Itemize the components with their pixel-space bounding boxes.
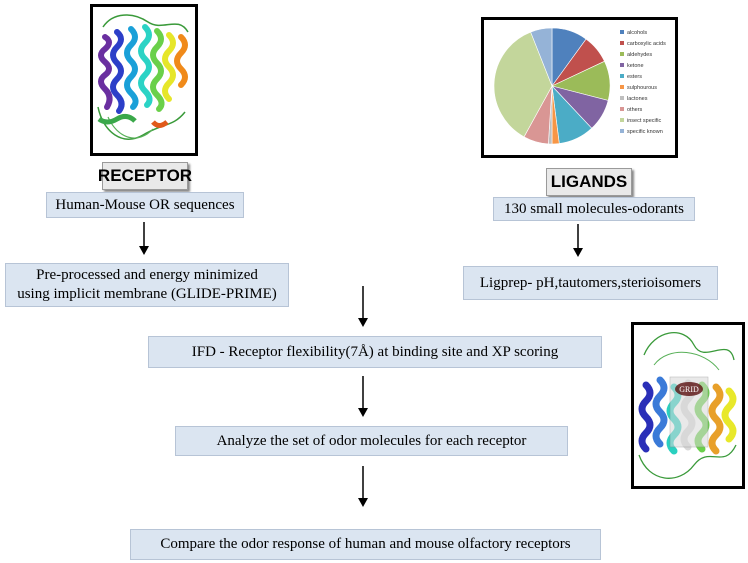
receptor-structure-image: [90, 4, 198, 156]
arrow-down-icon: [358, 376, 368, 417]
arrow-down-icon: [573, 224, 583, 257]
legend-swatch: [620, 129, 624, 133]
preprocess-line-1: Pre-processed and energy minimized: [36, 267, 258, 283]
legend-label: ketone: [627, 63, 644, 69]
grid-label: GRID: [679, 385, 699, 394]
legend-label: specific known: [627, 129, 663, 135]
legend-label: others: [627, 107, 643, 113]
analyze-step: Analyze the set of odor molecules for ea…: [175, 426, 568, 456]
legend-label: lactones: [627, 96, 648, 102]
ifd-step: IFD - Receptor flexibility(7Å) at bindin…: [148, 336, 602, 368]
pie-slice-insect-specific: [493, 31, 553, 138]
legend-swatch: [620, 85, 624, 89]
legend-swatch: [620, 52, 624, 56]
legend-label: insect specific: [627, 118, 661, 124]
preprocess-line-2: using implicit membrane (GLIDE-PRIME): [17, 286, 277, 302]
legend-label: sulphourous: [627, 85, 657, 91]
receptor-helix-illustration: [97, 14, 189, 140]
legend-label: esters: [627, 74, 642, 80]
arrow-down-icon: [358, 466, 368, 507]
legend-label: aldehydes: [627, 52, 652, 58]
pie-slice-specific-known: [530, 27, 553, 87]
receptor-sequences-step: Human-Mouse OR sequences: [46, 192, 244, 218]
grid-helix-illustration: GRID: [638, 332, 737, 479]
legend-swatch: [620, 63, 624, 67]
legend-swatch: [620, 41, 624, 45]
arrow-down-icon: [139, 222, 149, 255]
receptor-preprocess-step: Pre-processed and energy minimized using…: [5, 263, 289, 307]
legend-label: carboxylic acids: [627, 41, 666, 47]
ligprep-step: Ligprep- pH,tautomers,sterioisomers: [463, 266, 718, 300]
legend-swatch: [620, 30, 624, 34]
legend-swatch: [620, 74, 624, 78]
ligand-class-pie-chart: alcohols carboxylic acids aldehydes ketone e…: [493, 27, 666, 145]
receptor-title: RECEPTOR: [98, 162, 192, 190]
ligands-pie-chart-frame: alcohols carboxylic acids aldehydes ketone e…: [481, 17, 678, 158]
legend-swatch: [620, 107, 624, 111]
legend-label: alcohols: [627, 30, 647, 36]
grid-receptor-image: GRID: [631, 322, 745, 489]
legend-swatch: [620, 118, 624, 122]
arrow-down-icon: [358, 286, 368, 327]
ligands-title: LIGANDS: [546, 168, 632, 196]
ligands-odorants-step: 130 small molecules-odorants: [493, 197, 695, 221]
legend-swatch: [620, 96, 624, 100]
compare-step: Compare the odor response of human and m…: [130, 529, 601, 560]
